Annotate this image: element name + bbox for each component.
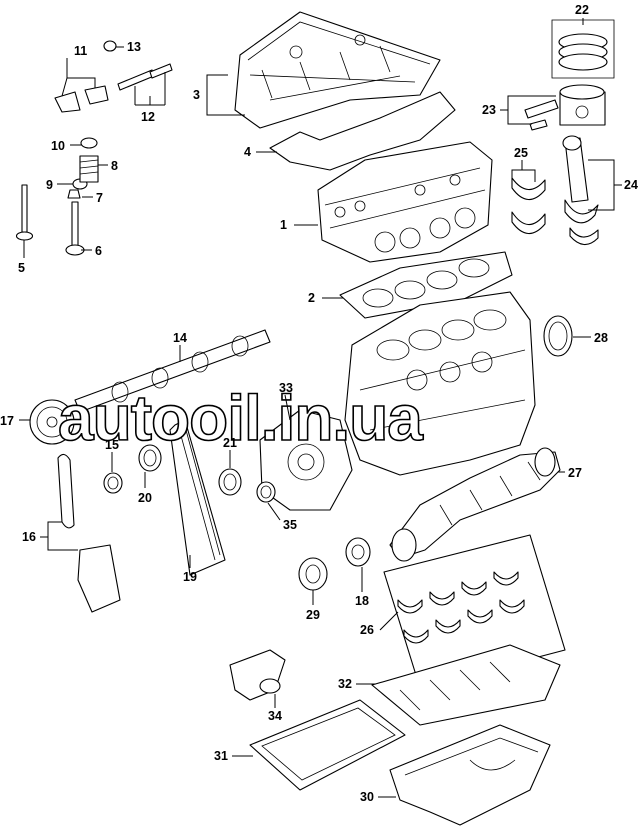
callout-13: 13	[127, 40, 141, 54]
callout-14: 14	[173, 331, 187, 345]
cam-sprocket	[29, 399, 75, 445]
callout-12: 12	[141, 110, 155, 124]
callout-28: 28	[594, 331, 608, 345]
timing-belt	[169, 419, 226, 576]
callout-31: 31	[214, 749, 228, 763]
callout-29: 29	[306, 608, 320, 622]
timing-cover-lower	[77, 544, 121, 613]
callout-26: 26	[360, 623, 374, 637]
valve-retainer	[80, 137, 98, 149]
callout-16: 16	[22, 530, 36, 544]
callout-7: 7	[96, 191, 103, 205]
callout-32: 32	[338, 677, 352, 691]
piston	[559, 84, 606, 126]
callout-21: 21	[223, 436, 237, 450]
head-gasket	[339, 251, 513, 319]
callout-labels: 1 2 3 4 5 6 7 8 9 10 11 12 13 14 15 16 1…	[0, 3, 638, 804]
callout-33: 33	[279, 381, 293, 395]
valve-exhaust	[65, 201, 85, 256]
tensioner-pulley	[138, 444, 162, 472]
crank-pulley	[298, 557, 328, 591]
idler-pulley	[218, 468, 242, 496]
callout-20: 20	[138, 491, 152, 505]
callout-34: 34	[268, 709, 282, 723]
rocker-shaft	[117, 63, 173, 91]
lash-adjuster	[103, 40, 117, 52]
callout-1: 1	[280, 218, 287, 232]
oil-baffle	[371, 644, 561, 726]
callout-3: 3	[193, 88, 200, 102]
callout-19: 19	[183, 570, 197, 584]
callout-25: 25	[514, 146, 528, 160]
callout-10: 10	[51, 139, 65, 153]
callout-35: 35	[283, 518, 297, 532]
piston-pin	[524, 99, 559, 131]
front-crank-seal	[256, 481, 276, 503]
callout-9: 9	[46, 178, 53, 192]
connecting-rod	[562, 135, 599, 246]
valve-intake	[15, 184, 34, 241]
timing-cover-upper	[57, 453, 75, 529]
rocker-arm-left	[54, 91, 81, 113]
piston-rings	[551, 19, 615, 79]
camshaft	[74, 329, 271, 413]
callout-17: 17	[0, 414, 14, 428]
callout-8: 8	[111, 159, 118, 173]
oil-pickup	[229, 649, 286, 701]
valve-cover	[234, 11, 441, 129]
oil-pan-gasket	[249, 699, 406, 791]
callout-30: 30	[360, 790, 374, 804]
cylinder-head	[317, 141, 493, 263]
callout-18: 18	[355, 594, 369, 608]
engine-block	[344, 291, 536, 476]
callout-5: 5	[18, 261, 25, 275]
callout-11: 11	[74, 44, 87, 58]
rocker-arm-right	[84, 85, 109, 105]
main-bearings	[383, 534, 566, 689]
rear-main-seal	[543, 315, 573, 357]
callout-15: 15	[105, 438, 119, 452]
watermark-text: autooil.in.ua	[58, 382, 423, 454]
leader-lines	[19, 18, 622, 798]
rod-bearings	[511, 177, 546, 235]
callout-24: 24	[624, 178, 638, 192]
callout-27: 27	[568, 466, 582, 480]
oil-pan	[389, 724, 551, 826]
camshaft-seal	[103, 472, 123, 494]
callout-4: 4	[244, 145, 251, 159]
valve-seal	[67, 189, 81, 199]
valve-spring	[79, 155, 99, 183]
callout-2: 2	[308, 291, 315, 305]
valve-cover-gasket	[269, 91, 456, 171]
callout-6: 6	[95, 244, 102, 258]
crank-sprocket	[345, 537, 371, 567]
crankshaft	[389, 447, 561, 562]
callout-23: 23	[482, 103, 496, 117]
callout-22: 22	[575, 3, 589, 17]
